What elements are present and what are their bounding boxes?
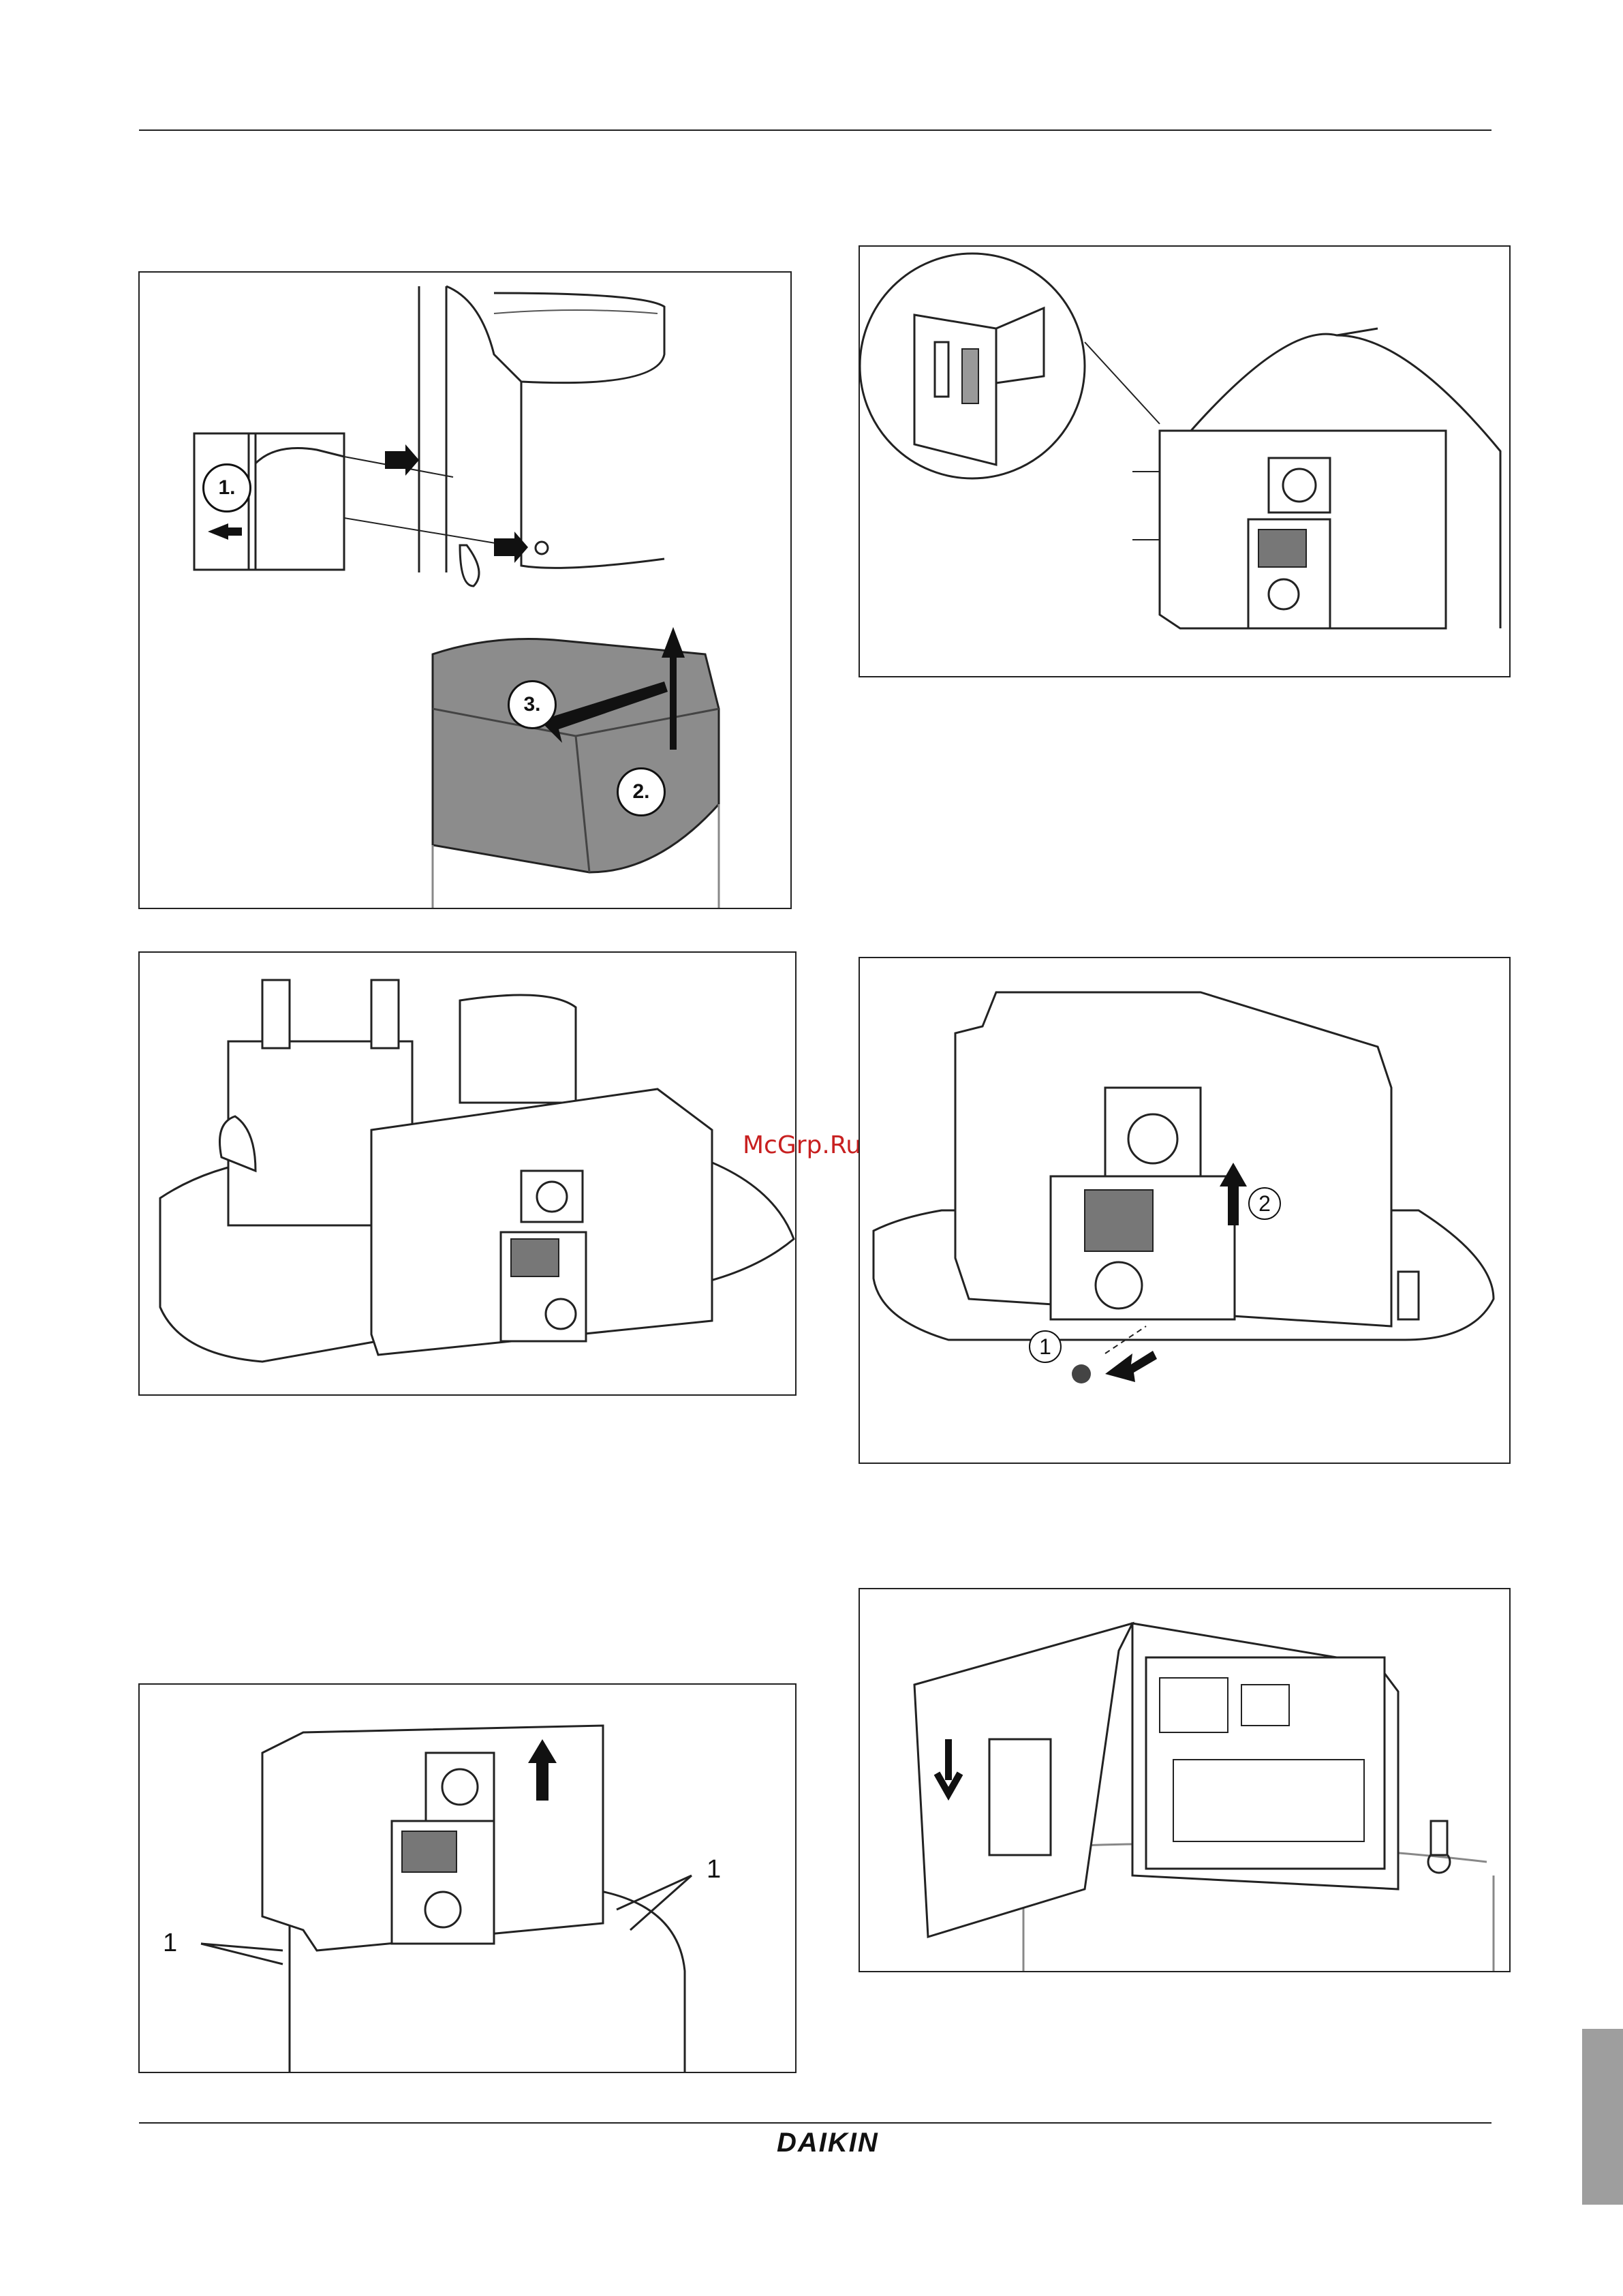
step-badge-1: 1. — [202, 463, 251, 512]
daikin-logo: DAIKIN — [777, 2128, 879, 2158]
section-side-tab — [1582, 2029, 1623, 2205]
step-badge-3: 3. — [508, 680, 557, 729]
hooks-lift-drawing — [140, 1685, 795, 2072]
callout-1-screw: 1 — [1029, 1330, 1062, 1363]
figure-screw-lift: 1 2 — [859, 957, 1511, 1464]
header-rule — [139, 129, 1491, 131]
footer-rule — [139, 2122, 1491, 2124]
figure-hydro-module — [138, 951, 797, 1396]
figure-switchbox-detail — [859, 245, 1511, 677]
callout-1-right-hooks: 1 — [707, 1855, 721, 1884]
step-badge-2: 2. — [617, 767, 666, 816]
hydro-module-drawing — [140, 953, 795, 1394]
watermark: McGrp.Ru — [743, 1131, 861, 1159]
figure-cover-removal: 1. 3. 2. — [138, 271, 792, 909]
switchbox-detail-drawing — [860, 247, 1509, 676]
figure-open-switchbox — [859, 1588, 1511, 1972]
open-switchbox-drawing — [860, 1589, 1509, 1971]
screw-lift-drawing — [860, 958, 1509, 1463]
callout-2-lift: 2 — [1248, 1187, 1281, 1220]
cover-removal-drawing — [140, 273, 790, 908]
figure-hooks-lift: 1 1 — [138, 1683, 797, 2073]
callout-1-left-hooks: 1 — [163, 1929, 177, 1958]
